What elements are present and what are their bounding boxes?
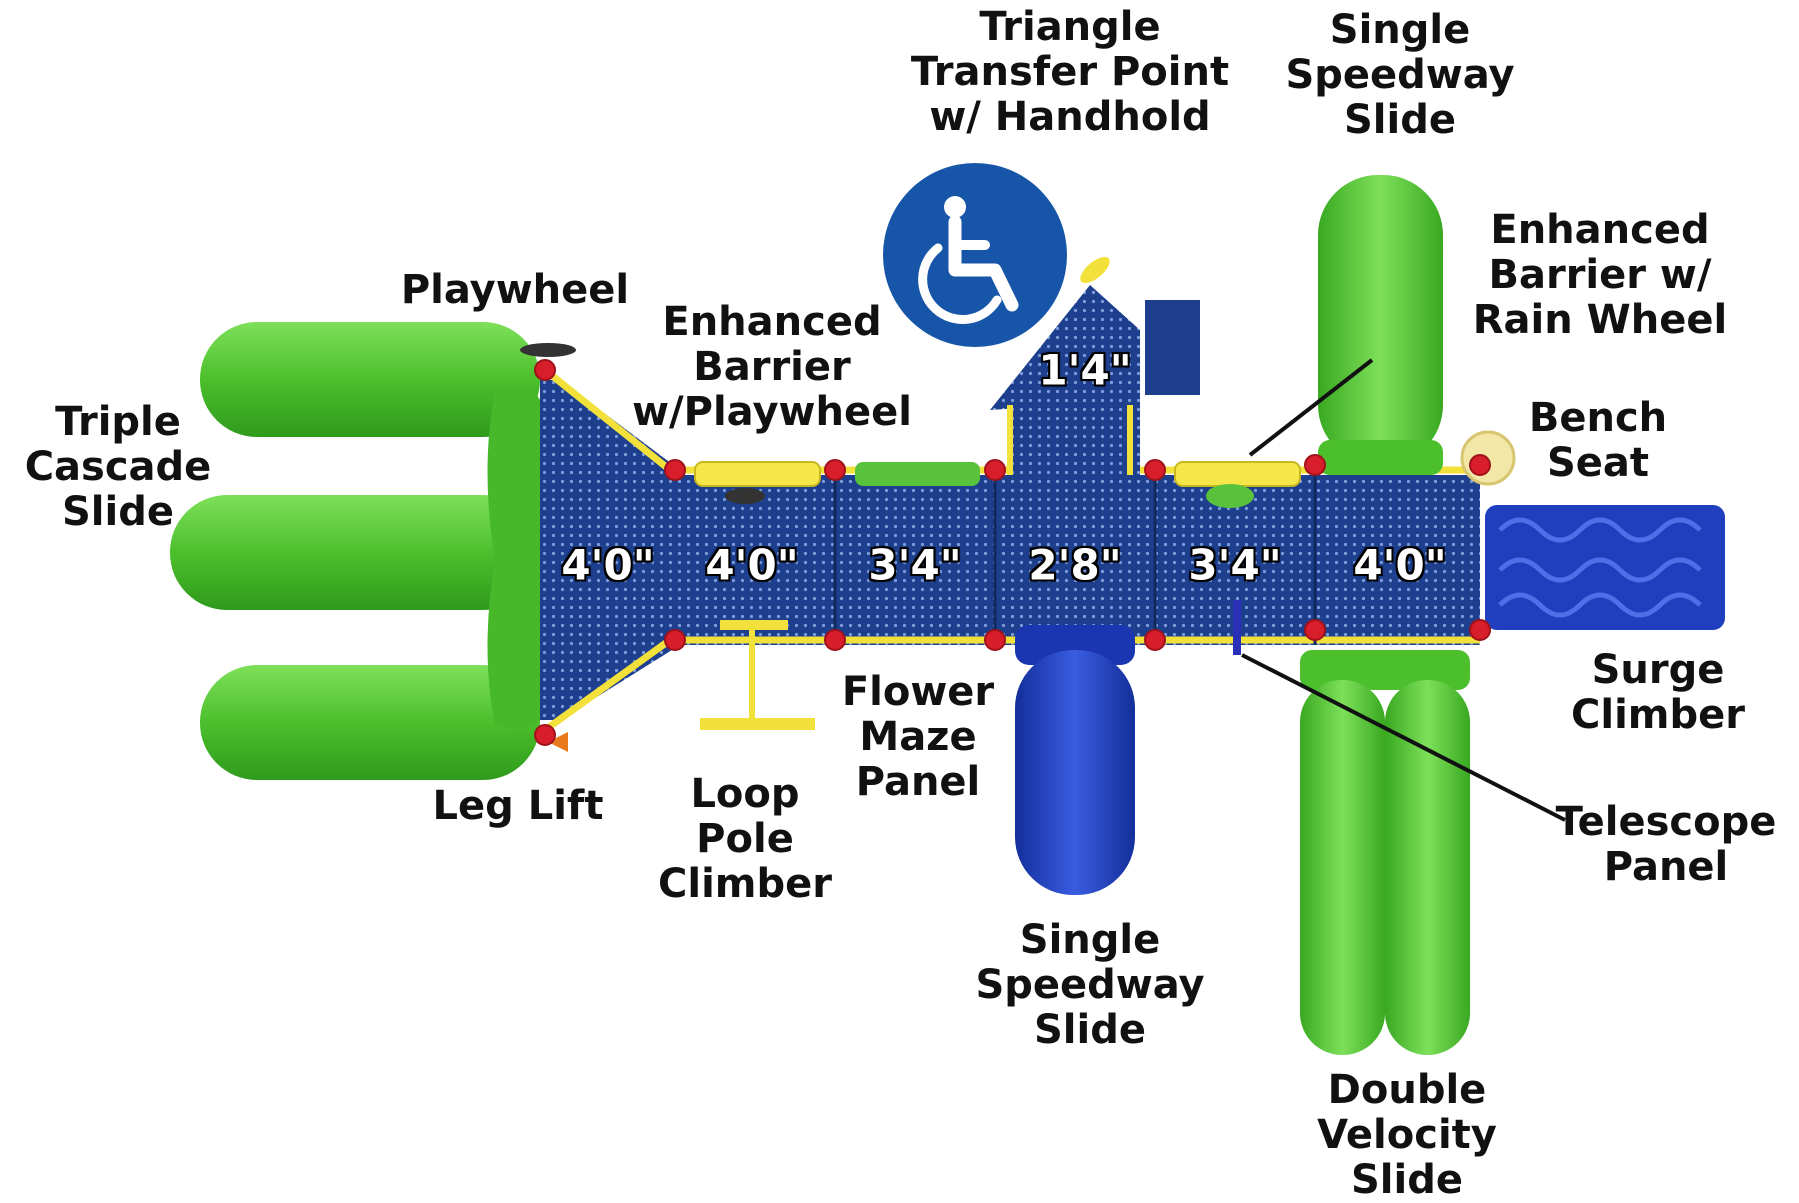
loop-pole-climber (700, 620, 815, 730)
transfer-height: 1'4" (1037, 345, 1132, 396)
playwheel-top-icon (520, 343, 576, 357)
rain-wheel-callout-line (1248, 358, 1374, 457)
deck-height-6: 4'0" (1352, 540, 1447, 591)
deck-height-5: 3'4" (1187, 540, 1282, 591)
enhanced-barrier-playwheel (694, 461, 821, 487)
playwheel-icon (725, 488, 765, 504)
rain-wheel-icon (1206, 484, 1254, 508)
surge-climber (1485, 505, 1725, 630)
main-deck (670, 466, 1480, 645)
handhold-icon (1080, 256, 1110, 284)
deck-height-1: 4'0" (560, 540, 655, 591)
telescope-callout-line (1241, 653, 1566, 822)
leg-lift-icon (548, 732, 568, 752)
deck-height-4: 2'8" (1027, 540, 1122, 591)
flower-barrier-top (855, 462, 980, 486)
double-velocity-slide (1300, 650, 1470, 1055)
left-deck (540, 367, 680, 733)
triple-cascade-slide (170, 322, 540, 780)
wheelchair-accessibility-icon (875, 155, 1075, 355)
single-speedway-slide-top (1318, 175, 1443, 475)
support-posts (534, 359, 1491, 746)
deck-height-2: 4'0" (704, 540, 799, 591)
enhanced-barrier-rain-wheel (1174, 461, 1301, 487)
triangle-transfer-point (990, 256, 1200, 480)
label-leg-lift: Leg Lift (432, 783, 604, 829)
label-playwheel: Playwheel (400, 267, 630, 313)
single-speedway-slide-bottom (1015, 625, 1135, 895)
deck-height-3: 3'4" (867, 540, 962, 591)
